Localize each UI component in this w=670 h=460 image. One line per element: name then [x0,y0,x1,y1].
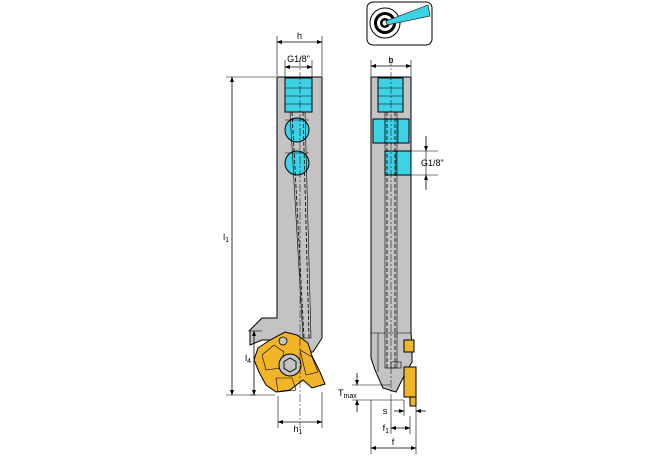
front-bore-1 [284,117,310,143]
dim-h1-label: h1 [294,424,303,436]
front-view-body [249,76,323,353]
dim-l1-label: l1 [223,232,229,244]
dim-h-label: h [297,31,302,41]
coolant-target-icon [366,1,433,46]
side-insert [403,339,415,353]
front-view: h G1/8" l1 l4 h1 [223,31,326,436]
side-view: b G1/8" Tmax s f1 f [338,55,444,454]
dim-thread-side-label: G1/8" [421,158,444,168]
front-bore-2 [284,150,310,176]
dim-s-label: s [383,406,388,416]
side-coolant-port-g18 [384,150,412,176]
dim-l4-label: l4 [245,353,251,365]
dim-f1-label: f1 [383,423,390,435]
side-coolant-port [377,77,404,113]
dim-thread-top-label: G1/8" [287,54,310,64]
dim-b-label: b [388,55,393,65]
dim-tmax-label: Tmax [338,388,357,400]
dim-f-label: f [392,437,395,447]
front-coolant-port [284,77,313,113]
insert-screw [278,353,302,377]
